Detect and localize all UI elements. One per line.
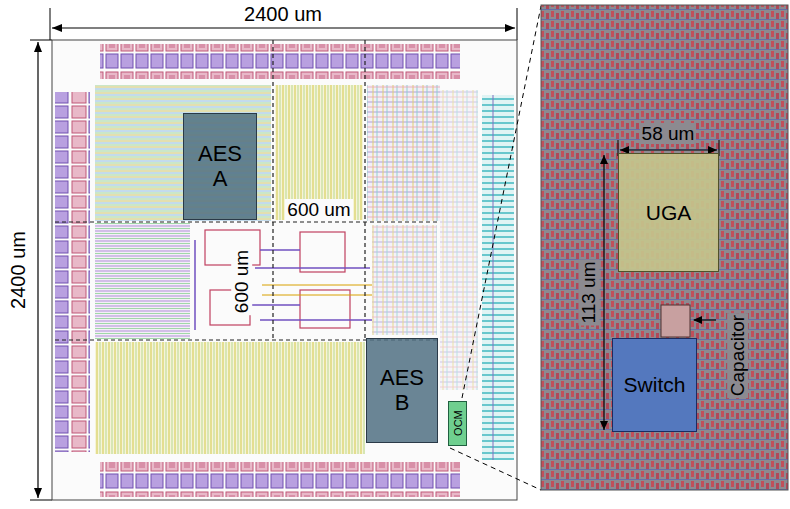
aes-block: AES B [366, 338, 438, 443]
block-name: Switch [624, 373, 686, 396]
dimension-label: 2400 um [7, 229, 29, 311]
block-name: UGA [646, 201, 692, 224]
switch-block: Switch [612, 338, 697, 432]
dimension-label: 600 um [232, 247, 253, 314]
uga-block: UGA [618, 153, 719, 272]
dimension-label: 58 um [640, 123, 697, 144]
component-label: Capacitor [727, 312, 748, 397]
ocm-block: OCM [448, 401, 467, 446]
dimension-label: 2400 um [242, 3, 324, 25]
dimension-label: 113 um [579, 259, 600, 325]
dimension-label: 600 um [285, 199, 352, 220]
capacitor-block [661, 305, 690, 337]
block-name: AES B [378, 366, 426, 414]
block-name: AES A [196, 142, 244, 190]
block-name: OCM [451, 411, 463, 437]
aes-block: AES A [183, 113, 257, 220]
